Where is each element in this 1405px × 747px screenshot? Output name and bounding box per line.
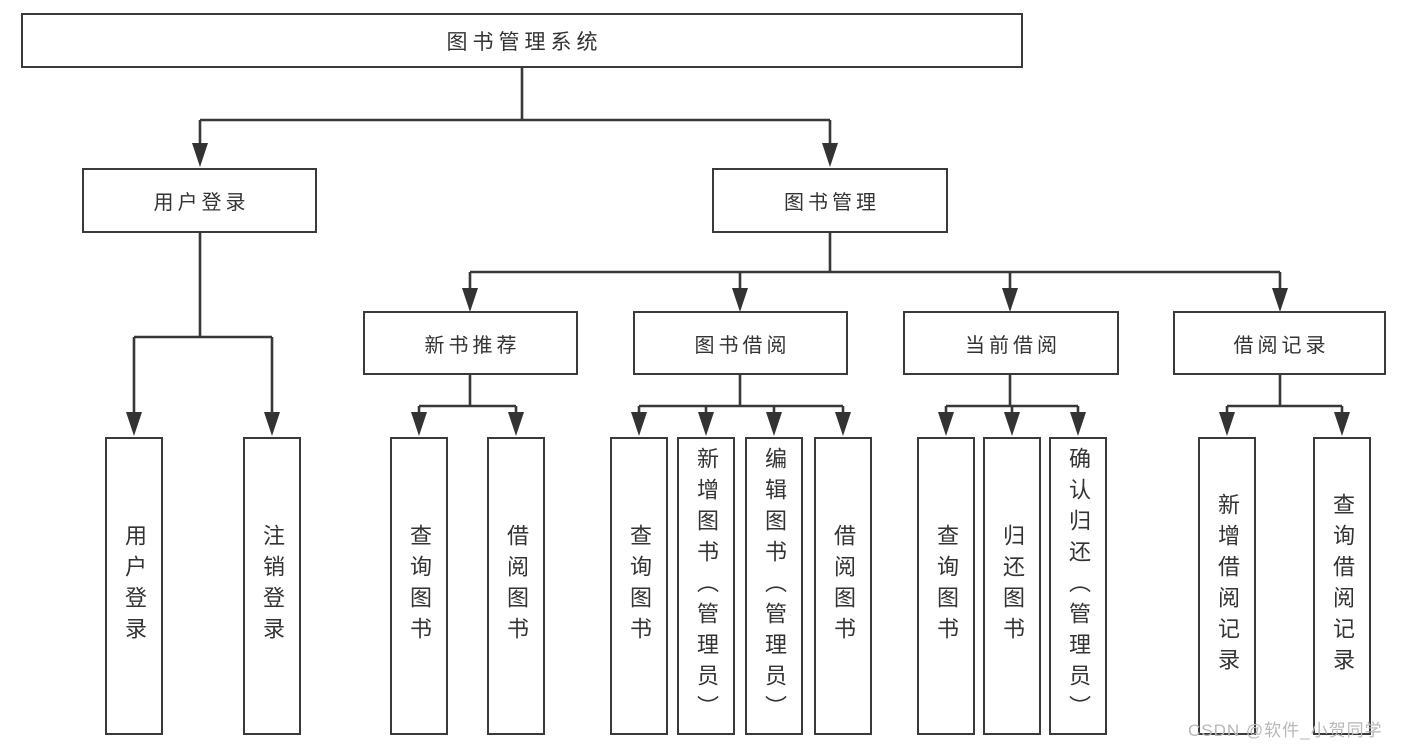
node-label: 归还图书 xyxy=(1000,524,1025,648)
node-label: 确认归还（管理员） xyxy=(1066,446,1091,726)
leaf-add-book-admin: 新增图书（管理员） xyxy=(677,437,735,735)
node-label: 编辑图书（管理员） xyxy=(762,446,787,726)
node-label: 新增借阅记录 xyxy=(1215,493,1240,679)
node-label: 图书管理系统 xyxy=(446,30,603,54)
leaf-confirm-return-admin: 确认归还（管理员） xyxy=(1049,437,1107,735)
leaf-add-borrow-record: 新增借阅记录 xyxy=(1198,437,1256,735)
node-label: 查询借阅记录 xyxy=(1330,493,1355,679)
node-label: 查询图书 xyxy=(407,524,432,648)
leaf-edit-book-admin: 编辑图书（管理员） xyxy=(745,437,803,735)
node-label: 借阅记录 xyxy=(1233,334,1330,357)
node-label: 图书管理 xyxy=(784,192,880,214)
node-label: 查询图书 xyxy=(934,524,959,648)
node-library-system: 图书管理系统 xyxy=(21,13,1023,68)
node-book-management: 图书管理 xyxy=(712,168,948,233)
connector-path xyxy=(132,68,1344,414)
leaf-user-login: 用户登录 xyxy=(105,437,163,735)
leaf-query-book: 查询图书 xyxy=(917,437,975,735)
node-label: 用户登录 xyxy=(122,524,147,648)
node-label: 新书推荐 xyxy=(424,334,521,357)
node-label: 当前借阅 xyxy=(965,334,1061,357)
leaf-borrow-book: 借阅图书 xyxy=(487,437,545,735)
leaf-logout: 注销登录 xyxy=(243,437,301,735)
leaf-query-borrow-record: 查询借阅记录 xyxy=(1313,437,1371,735)
node-book-borrowing: 图书借阅 xyxy=(633,311,848,375)
node-label: 注销登录 xyxy=(260,524,285,648)
leaf-borrow-book: 借阅图书 xyxy=(814,437,872,735)
node-label: 图书借阅 xyxy=(694,334,791,357)
node-label: 查询图书 xyxy=(627,524,652,648)
arrowheads xyxy=(126,143,1350,436)
leaf-query-book: 查询图书 xyxy=(390,437,448,735)
watermark: CSDN @软件_小贺同学 xyxy=(1188,721,1383,740)
leaf-return-book: 归还图书 xyxy=(983,437,1041,735)
node-label: 用户登录 xyxy=(153,192,250,214)
node-current-borrowing: 当前借阅 xyxy=(903,311,1119,375)
node-borrow-records: 借阅记录 xyxy=(1173,311,1386,375)
node-user-login: 用户登录 xyxy=(82,168,317,233)
leaf-query-book: 查询图书 xyxy=(610,437,668,735)
node-label: 新增图书（管理员） xyxy=(694,446,719,726)
node-label: 借阅图书 xyxy=(831,524,856,648)
node-label: 借阅图书 xyxy=(504,524,529,648)
node-new-book-recommend: 新书推荐 xyxy=(363,311,578,375)
